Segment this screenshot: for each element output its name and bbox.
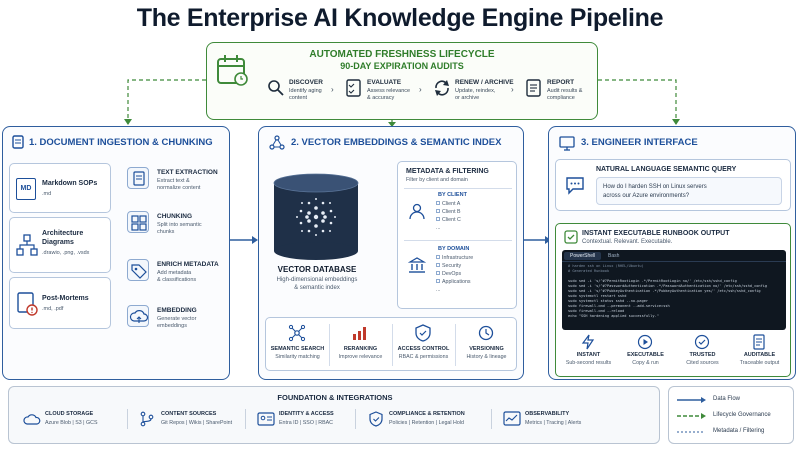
incident-file-icon bbox=[17, 292, 38, 316]
badge-instant: INSTANT Sub-second results bbox=[560, 334, 617, 374]
query-input[interactable]: How do I harden SSH on Linux servers acr… bbox=[596, 177, 782, 205]
chunks-icon bbox=[131, 215, 147, 231]
id-card-icon bbox=[257, 412, 275, 426]
shield-icon bbox=[415, 324, 431, 342]
lifecycle-connector-right bbox=[598, 79, 677, 124]
lifecycle-arrow-1: › bbox=[331, 85, 334, 94]
legend: Data Flow Lifecycle Governance Metadata … bbox=[668, 386, 794, 444]
history-icon bbox=[478, 325, 494, 341]
nodes-icon bbox=[269, 135, 285, 150]
flow-arrow-1 bbox=[252, 236, 258, 244]
source-architecture-diagrams: Architecture Diagrams .drawio, .png, .vs… bbox=[9, 217, 111, 273]
network-icon bbox=[288, 324, 306, 342]
markdown-file-icon: MD bbox=[16, 178, 36, 200]
page-title: The Enterprise AI Knowledge Engine Pipel… bbox=[136, 4, 664, 32]
metrics-icon bbox=[503, 411, 521, 426]
source-markdown-sops: MD Markdown SOPs .md bbox=[9, 163, 111, 213]
vector-heading: 2. VECTOR EMBEDDINGS & SEMANTIC INDEX bbox=[291, 137, 502, 148]
ingestion-panel: 1. DOCUMENT INGESTION & CHUNKING MD Mark… bbox=[2, 126, 230, 380]
report-icon bbox=[526, 79, 541, 97]
audit-document-icon bbox=[753, 334, 765, 350]
lifecycle-arrow-3: › bbox=[511, 85, 514, 94]
bar-chart-icon bbox=[353, 327, 366, 340]
ingestion-heading: 1. DOCUMENT INGESTION & CHUNKING bbox=[29, 137, 213, 148]
git-branch-icon bbox=[140, 411, 154, 427]
chat-bubble-icon bbox=[566, 177, 584, 195]
lifecycle-arrow-left bbox=[124, 119, 132, 125]
document-icon bbox=[12, 135, 24, 149]
tab-bash[interactable]: Bash bbox=[608, 253, 620, 259]
play-icon bbox=[637, 334, 653, 350]
monitor-icon bbox=[559, 136, 575, 151]
foundation-heading: FOUNDATION & INTEGRATIONS bbox=[277, 393, 393, 402]
magnifier-icon bbox=[268, 80, 284, 96]
cloud-icon bbox=[23, 414, 41, 425]
badge-trusted: TRUSTED Cited sources bbox=[674, 334, 731, 374]
tag-icon bbox=[131, 264, 147, 279]
foundation-panel: FOUNDATION & INTEGRATIONS CLOUD STORAGE … bbox=[8, 386, 660, 444]
lifecycle-arrow-2: › bbox=[419, 85, 422, 94]
vector-features-card: SEMANTIC SEARCH Similarity matching RERA… bbox=[265, 317, 517, 371]
lightning-icon bbox=[581, 334, 595, 350]
legend-data-flow: Data Flow bbox=[713, 396, 741, 402]
refresh-icon bbox=[435, 80, 449, 96]
shield-check-icon bbox=[369, 411, 383, 427]
lifecycle-arrow-center bbox=[388, 122, 396, 127]
engineer-panel: 3. ENGINEER INTERFACE NATURAL LANGUAGE S… bbox=[548, 126, 796, 380]
source-post-mortems: Post-Mortems .md, .pdf bbox=[9, 277, 111, 329]
client-icon bbox=[409, 203, 425, 220]
tab-powershell[interactable]: PowerShell bbox=[564, 252, 602, 260]
calendar-icon bbox=[217, 55, 248, 86]
extract-icon bbox=[133, 171, 145, 186]
building-icon bbox=[408, 257, 426, 273]
metadata-filtering-card: METADATA & FILTERING Filter by client an… bbox=[397, 161, 517, 309]
lifecycle-heading: AUTOMATED FRESHNESS LIFECYCLE bbox=[309, 49, 495, 60]
runbook-output-card: INSTANT EXECUTABLE RUNBOOK OUTPUT Contex… bbox=[555, 223, 791, 377]
code-lines: # harden ssh on Linux (RHEL/Ubuntu) # Ge… bbox=[568, 264, 768, 318]
badge-auditable: AUDITABLE Traceable output bbox=[731, 334, 788, 374]
code-block[interactable]: PowerShell Bash # harden ssh on Linux (R… bbox=[562, 250, 786, 330]
vector-database-title: VECTOR DATABASE bbox=[277, 265, 357, 274]
semantic-query-card: NATURAL LANGUAGE SEMANTIC QUERY How do I… bbox=[555, 159, 791, 211]
verified-icon bbox=[694, 334, 710, 350]
freshness-lifecycle-panel: AUTOMATED FRESHNESS LIFECYCLE 90-DAY EXP… bbox=[206, 42, 598, 120]
terminal-check-icon bbox=[564, 230, 578, 244]
lifecycle-arrow-right bbox=[672, 119, 680, 125]
diagram-icon bbox=[16, 234, 38, 256]
vector-database-icon bbox=[273, 173, 359, 260]
badge-executable: EXECUTABLE Copy & run bbox=[617, 334, 674, 374]
checklist-icon bbox=[346, 79, 361, 97]
engineer-heading: 3. ENGINEER INTERFACE bbox=[581, 137, 698, 148]
legend-swatches bbox=[677, 397, 706, 433]
feature-versioning: VERSIONING History & lineage bbox=[455, 318, 518, 372]
feature-semantic-search: SEMANTIC SEARCH Similarity matching bbox=[266, 318, 329, 372]
vector-panel: 2. VECTOR EMBEDDINGS & SEMANTIC INDEX VE… bbox=[258, 126, 524, 380]
legend-lifecycle: Lifecycle Governance bbox=[713, 412, 771, 418]
legend-metadata: Metadata / Filtering bbox=[713, 428, 765, 434]
lifecycle-connector-left bbox=[127, 79, 206, 124]
cloud-upload-icon bbox=[129, 310, 149, 323]
lifecycle-subheading: 90-DAY EXPIRATION AUDITS bbox=[340, 61, 464, 71]
feature-access-control: ACCESS CONTROL RBAC & permissions bbox=[392, 318, 455, 372]
feature-reranking: RERANKING Improve relevance bbox=[329, 318, 392, 372]
